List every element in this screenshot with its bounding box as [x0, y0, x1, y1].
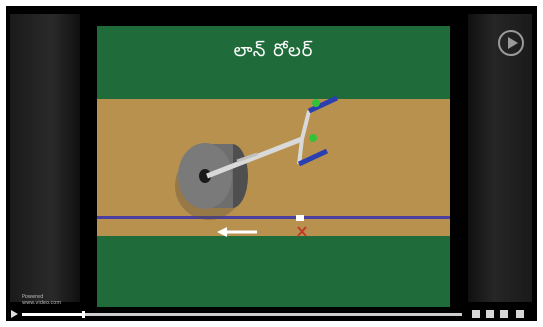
video-player[interactable]: లాన్ రోలర్ Powered www.video.com	[6, 6, 537, 321]
play-icon[interactable]	[10, 310, 18, 318]
volume-icon[interactable]	[472, 310, 480, 318]
right-side-panel	[468, 14, 532, 302]
settings-icon[interactable]	[486, 310, 494, 318]
watermark-line-1: Powered	[22, 294, 44, 300]
track-line	[97, 216, 450, 219]
seek-bar[interactable]	[22, 311, 462, 318]
captions-icon[interactable]	[500, 310, 508, 318]
watermark-line-2: www.video.com	[22, 300, 62, 306]
video-frame[interactable]: లాన్ రోలర్	[97, 26, 450, 309]
fullscreen-icon[interactable]	[516, 310, 524, 318]
position-marker	[296, 215, 307, 237]
watermark: Powered www.video.com	[22, 294, 61, 306]
roller-handle	[206, 110, 311, 179]
player-controls	[6, 307, 537, 321]
handle-grips	[297, 95, 339, 167]
left-side-panel	[10, 14, 80, 302]
seek-played	[22, 313, 84, 316]
direction-arrow	[217, 227, 257, 237]
seek-handle[interactable]	[81, 311, 85, 318]
video-title: లాన్ రోలర్	[233, 40, 314, 61]
play-circle-icon[interactable]	[494, 26, 528, 60]
lawn-roller-illustration	[175, 95, 339, 237]
soil-area	[97, 99, 450, 236]
